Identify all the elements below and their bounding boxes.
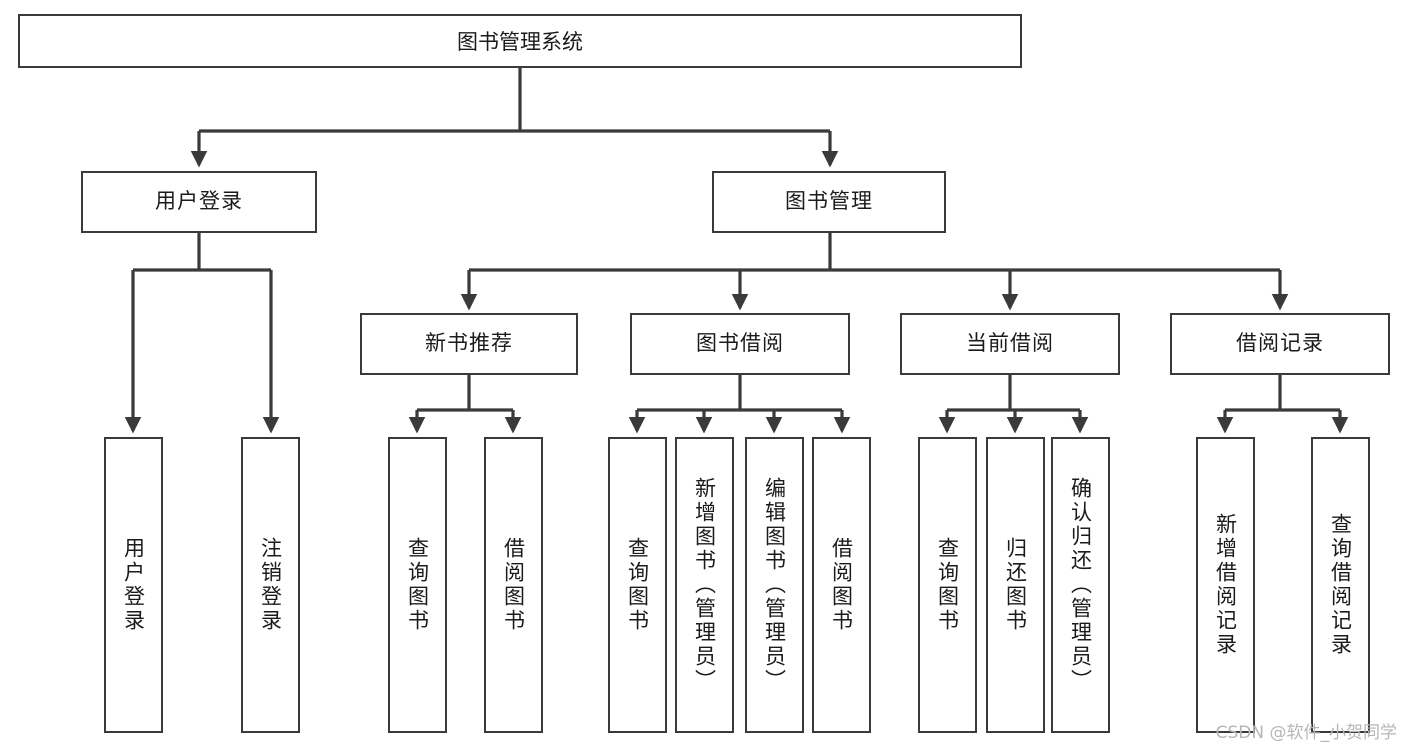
node-label: 查询图书 bbox=[625, 537, 650, 633]
node-label: 新增图书（管理员） bbox=[692, 477, 717, 693]
csdn-watermark: CSDN @软件_小贺同学 bbox=[1215, 723, 1397, 743]
node-root-system[interactable]: 图书管理系统 bbox=[18, 14, 1022, 68]
leaf-borrow-book-2[interactable]: 借阅图书 bbox=[812, 437, 871, 733]
leaf-add-record[interactable]: 新增借阅记录 bbox=[1196, 437, 1255, 733]
node-label: 新增借阅记录 bbox=[1213, 513, 1238, 657]
leaf-query-book-2[interactable]: 查询图书 bbox=[608, 437, 667, 733]
leaf-confirm-return[interactable]: 确认归还（管理员） bbox=[1051, 437, 1110, 733]
leaf-query-book-1[interactable]: 查询图书 bbox=[388, 437, 447, 733]
node-label: 归还图书 bbox=[1003, 537, 1028, 633]
node-label: 借阅图书 bbox=[829, 537, 854, 633]
node-label: 图书管理 bbox=[785, 189, 873, 214]
node-label: 注销登录 bbox=[258, 537, 283, 633]
node-label: 新书推荐 bbox=[425, 331, 513, 356]
leaf-edit-book[interactable]: 编辑图书（管理员） bbox=[745, 437, 804, 733]
node-user-login[interactable]: 用户登录 bbox=[81, 171, 317, 233]
leaf-user-login[interactable]: 用户登录 bbox=[104, 437, 163, 733]
node-label: 编辑图书（管理员） bbox=[762, 477, 787, 693]
leaf-return-book[interactable]: 归还图书 bbox=[986, 437, 1045, 733]
node-label: 查询图书 bbox=[935, 537, 960, 633]
node-label: 查询借阅记录 bbox=[1328, 513, 1353, 657]
leaf-query-record[interactable]: 查询借阅记录 bbox=[1311, 437, 1370, 733]
node-book-management[interactable]: 图书管理 bbox=[712, 171, 946, 233]
node-new-book-recommend[interactable]: 新书推荐 bbox=[360, 313, 578, 375]
node-label: 图书管理系统 bbox=[457, 30, 583, 54]
node-label: 借阅记录 bbox=[1236, 331, 1324, 356]
node-label: 借阅图书 bbox=[501, 537, 526, 633]
leaf-add-book[interactable]: 新增图书（管理员） bbox=[675, 437, 734, 733]
node-book-borrow[interactable]: 图书借阅 bbox=[630, 313, 850, 375]
leaf-user-logout[interactable]: 注销登录 bbox=[241, 437, 300, 733]
leaf-borrow-book-1[interactable]: 借阅图书 bbox=[484, 437, 543, 733]
node-label: 查询图书 bbox=[405, 537, 430, 633]
node-label: 用户登录 bbox=[155, 189, 243, 214]
node-label: 用户登录 bbox=[121, 537, 146, 633]
node-label: 确认归还（管理员） bbox=[1068, 477, 1093, 693]
node-label: 图书借阅 bbox=[696, 331, 784, 356]
node-label: 当前借阅 bbox=[966, 331, 1054, 356]
node-borrow-record[interactable]: 借阅记录 bbox=[1170, 313, 1390, 375]
node-current-borrow[interactable]: 当前借阅 bbox=[900, 313, 1120, 375]
leaf-query-book-3[interactable]: 查询图书 bbox=[918, 437, 977, 733]
